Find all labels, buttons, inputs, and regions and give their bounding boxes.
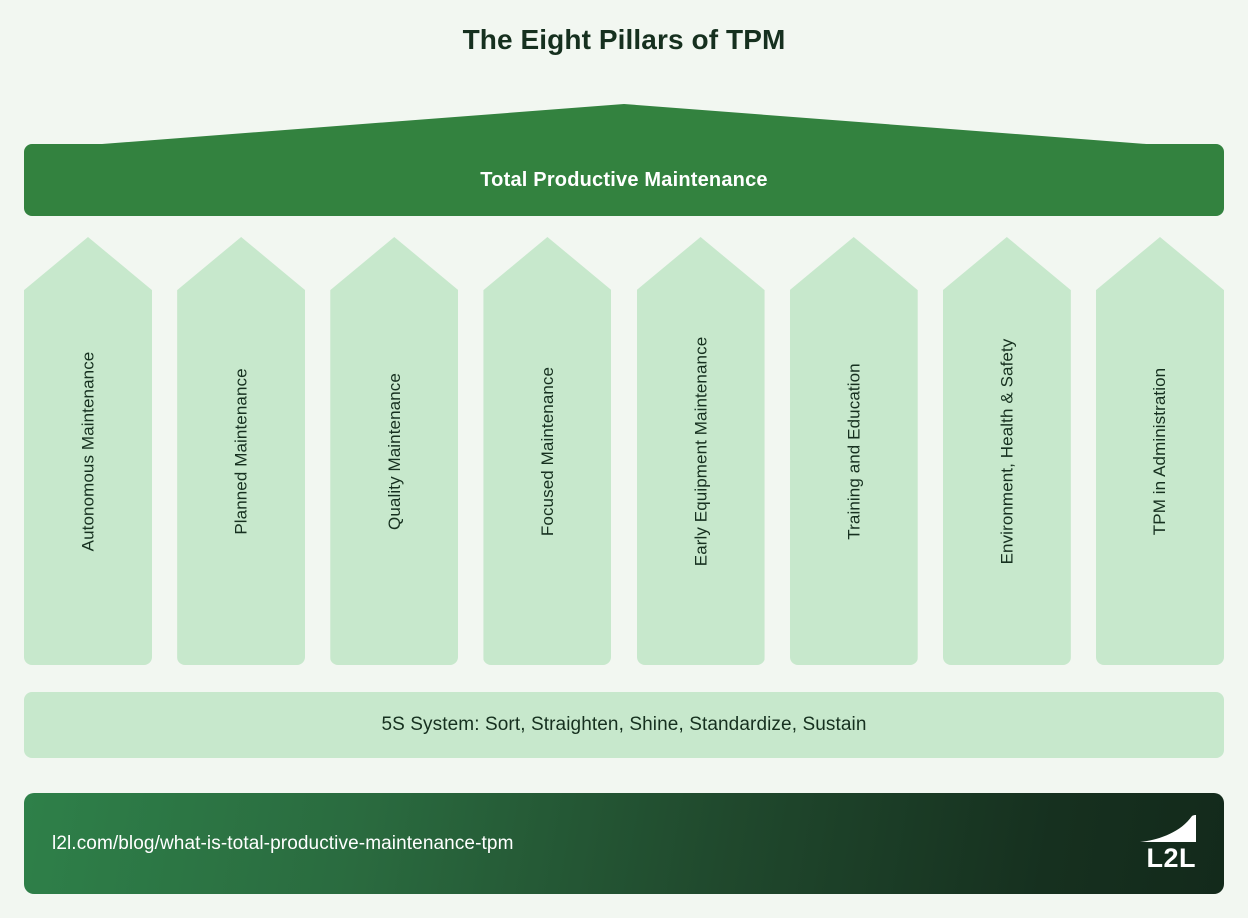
pillar-label: Quality Maintenance bbox=[384, 372, 404, 530]
pillar-label: Environment, Health & Safety bbox=[997, 338, 1017, 564]
pillar-6[interactable]: Training and Education bbox=[789, 237, 918, 665]
pillar-8[interactable]: TPM in Administration bbox=[1095, 237, 1224, 665]
pillar-3[interactable]: Quality Maintenance bbox=[330, 237, 459, 665]
foundation-bar: 5S System: Sort, Straighten, Shine, Stan… bbox=[24, 692, 1224, 758]
pillar-label: Autonomous Maintenance bbox=[78, 351, 98, 551]
roof-banner: Total Productive Maintenance bbox=[24, 144, 1224, 216]
page-title: The Eight Pillars of TPM bbox=[462, 24, 786, 55]
foundation-label: 5S System: Sort, Straighten, Shine, Stan… bbox=[381, 714, 867, 735]
pillar-label: Training and Education bbox=[844, 362, 864, 540]
roof-peak-shape bbox=[24, 104, 1224, 150]
roof-group: Total Productive Maintenance bbox=[24, 104, 1224, 216]
pillar-label: TPM in Administration bbox=[1150, 367, 1170, 535]
pillar-label: Planned Maintenance bbox=[231, 367, 251, 535]
pillar-2[interactable]: Planned Maintenance bbox=[177, 237, 306, 665]
pillar-4[interactable]: Focused Maintenance bbox=[483, 237, 612, 665]
pillars-row: Autonomous Maintenance Planned Maintenan… bbox=[24, 237, 1224, 665]
pillar-label: Early Equipment Maintenance bbox=[691, 336, 711, 566]
roof-label: Total Productive Maintenance bbox=[480, 168, 768, 191]
footer-bar: l2l.com/blog/what-is-total-productive-ma… bbox=[24, 793, 1224, 894]
pillar-label: Focused Maintenance bbox=[537, 366, 557, 536]
footer-url[interactable]: l2l.com/blog/what-is-total-productive-ma… bbox=[52, 832, 514, 854]
l2l-logo[interactable]: L2L bbox=[1134, 815, 1196, 872]
pillar-5[interactable]: Early Equipment Maintenance bbox=[636, 237, 765, 665]
logo-text: L2L bbox=[1146, 843, 1196, 873]
pillar-7[interactable]: Environment, Health & Safety bbox=[942, 237, 1071, 665]
pillar-1[interactable]: Autonomous Maintenance bbox=[24, 237, 152, 665]
logo-swoosh-icon bbox=[1140, 815, 1196, 842]
